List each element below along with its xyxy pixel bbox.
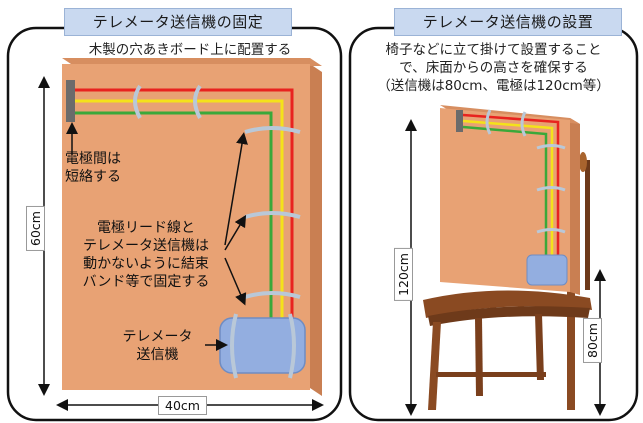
cable-tie (244, 291, 301, 299)
chair-body (423, 290, 592, 410)
chair-seat (423, 290, 592, 318)
right-subtitle-line: で、床面からの高さを確保する (399, 60, 588, 76)
cable-tie (520, 111, 527, 137)
wire-green (75, 111, 273, 322)
transmitter-ties (230, 313, 296, 379)
electrode-short-strip (456, 110, 463, 132)
electrode-wires (75, 88, 294, 322)
electrode-note-line: 短絡する (65, 169, 121, 185)
cable-tie (244, 211, 301, 219)
cable-note: 電極リード線と テレメータ送信機は 動かないように結束 バンド等で固定する (66, 219, 226, 291)
cable-tie (193, 84, 202, 119)
left-panel-title: テレメータ送信機の固定 (64, 8, 292, 36)
wire-yellow (462, 119, 554, 258)
transmitter-label-line: 送信機 (136, 347, 179, 363)
cable-note-line: テレメータ送信機は (83, 238, 209, 254)
cable-note-line: バンド等で固定する (82, 274, 210, 290)
cable-tie (230, 313, 238, 379)
right-subtitle-line: （送信機は80cm、電極は120cm等） (377, 78, 610, 94)
wire-green (462, 125, 548, 258)
arrow (224, 257, 247, 306)
cable-note-line: 電極リード線と (97, 220, 195, 236)
right-subtitle-line: 椅子などに立て掛けて設置すること (385, 42, 602, 58)
arrow (224, 214, 247, 251)
wire-red (462, 113, 560, 258)
chair-leg (475, 318, 483, 396)
cable-tie (288, 313, 296, 379)
transmitter-label-line: テレメータ (122, 329, 193, 345)
wire-yellow (75, 99, 284, 322)
electrode-short-strip (66, 80, 75, 122)
cable-ties (133, 84, 301, 299)
cable-tie (536, 144, 566, 150)
electrode-note-line: 電極間は (65, 151, 121, 167)
cable-note-line: 動かないように結束 (83, 256, 209, 272)
transmitter (526, 254, 568, 286)
width-dim-label: 40cm (158, 396, 207, 415)
cable-tie (536, 228, 566, 234)
chair-back-post (585, 160, 590, 290)
right-panel-subtitle: 椅子などに立て掛けて設置すること で、床面からの高さを確保する （送信機は80c… (352, 41, 635, 95)
arrow (224, 132, 248, 246)
chair-leg (535, 314, 544, 380)
cable-tie (133, 84, 142, 119)
annotation-arrows (66, 122, 248, 351)
board-on-chair (440, 105, 580, 295)
cable-tie (485, 109, 492, 135)
wire-red (75, 88, 294, 322)
right-panel-title: テレメータ送信機の設置 (394, 8, 622, 36)
chair-stretcher (436, 372, 546, 377)
transmitter-label: テレメータ 送信機 (110, 328, 205, 364)
cable-tie (536, 186, 566, 192)
chair-leg (428, 322, 441, 410)
left-panel-subtitle: 木製の穴あきボード上に配置する (88, 42, 292, 58)
cable-tie (244, 126, 301, 134)
chair-finial (579, 152, 587, 172)
electrode-note: 電極間は 短絡する (65, 150, 155, 186)
transmitter-height-dim-label: 80cm (583, 318, 602, 363)
height-dim-label: 60cm (26, 206, 45, 251)
electrode-height-dim-label: 120cm (394, 248, 413, 301)
chair-seat-edge (428, 306, 590, 326)
